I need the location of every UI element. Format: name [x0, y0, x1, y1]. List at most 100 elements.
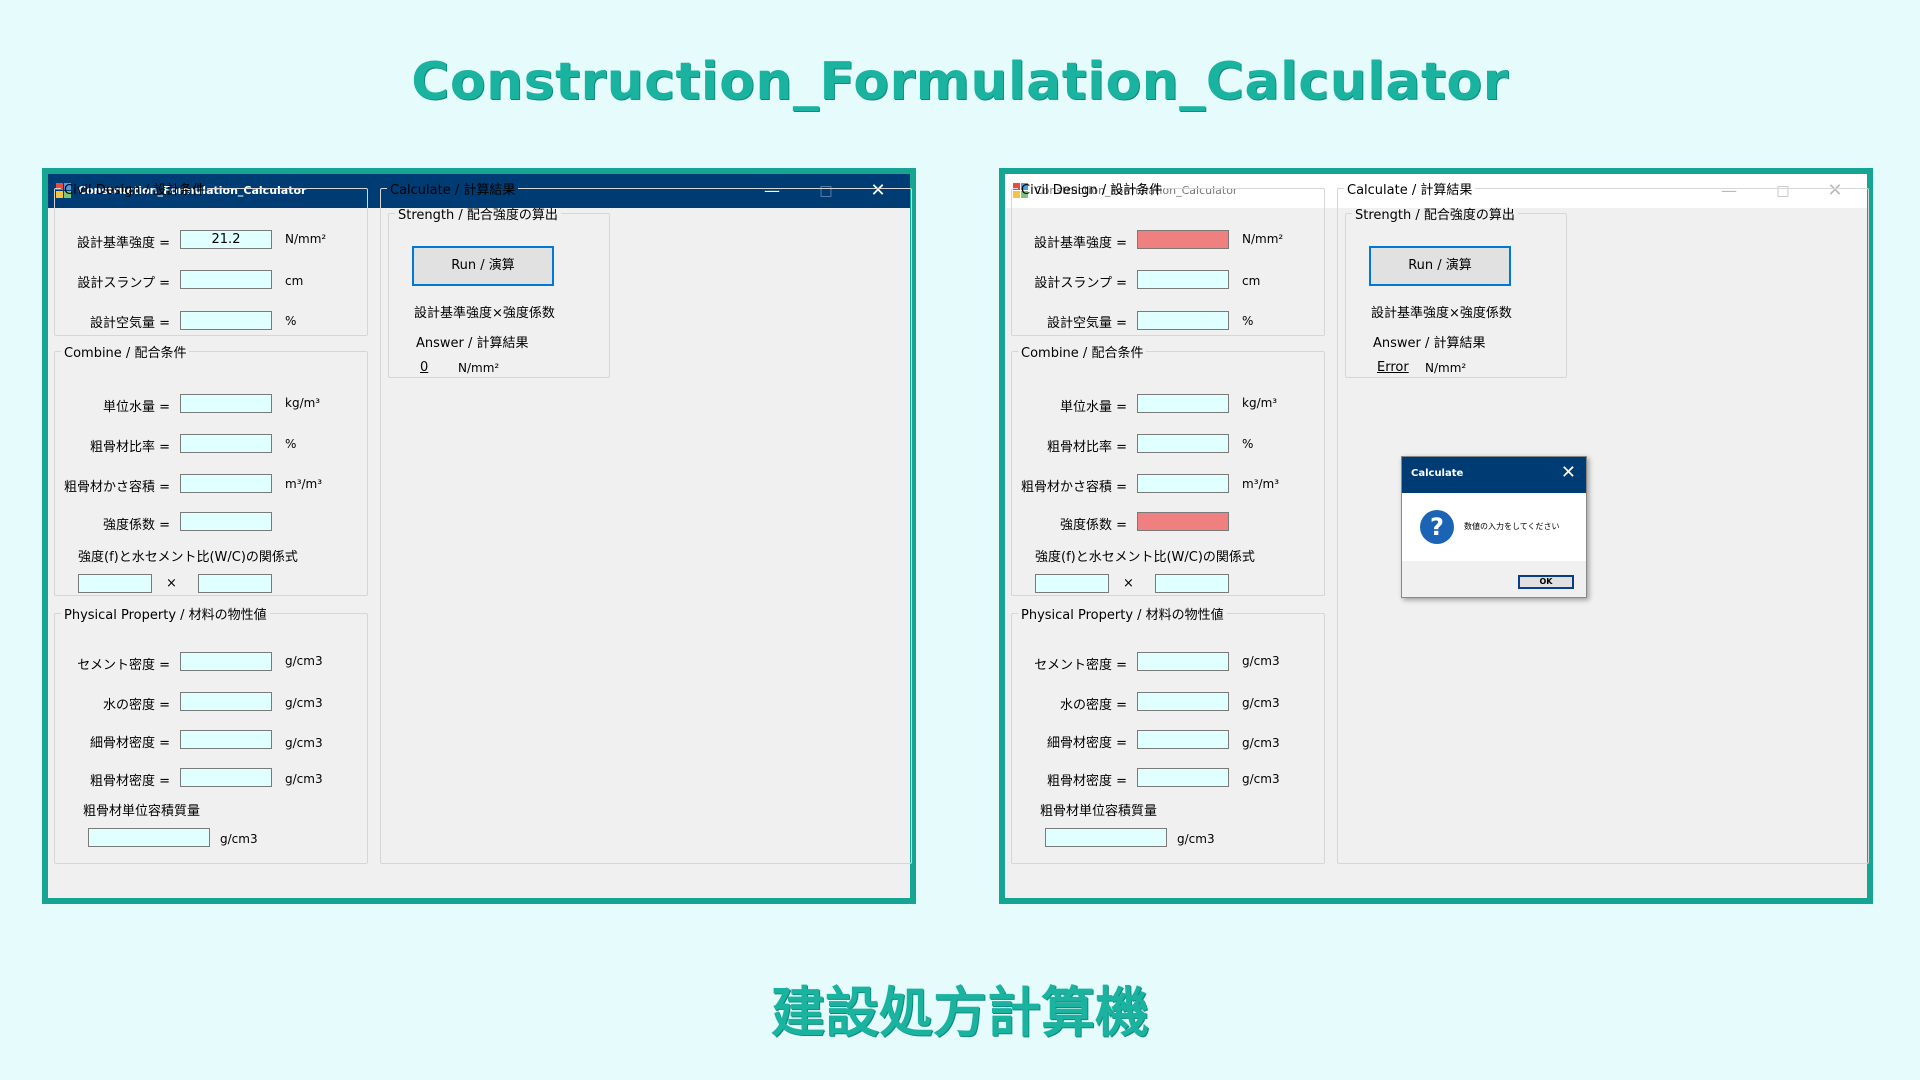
answer-label: Answer / 計算結果 — [1373, 336, 1486, 351]
dialog-title: Calculate — [1411, 468, 1464, 479]
slump-label: 設計スランプ = — [1034, 276, 1127, 291]
strength-legend: Strength / 配合強度の算出 — [398, 208, 558, 223]
water-input[interactable] — [1137, 394, 1229, 413]
design-strength-unit: N/mm² — [1242, 232, 1284, 246]
times-sign: × — [1123, 576, 1134, 591]
physical-legend: Physical Property / 材料の物性値 — [64, 608, 267, 623]
app-window-right: Construction_Formulation_Calculator — □ … — [999, 168, 1873, 904]
coarse-bulk-label: 粗骨材かさ容積 = — [63, 480, 170, 495]
fine-density-unit: g/cm3 — [1242, 736, 1280, 750]
coarse-density-label: 粗骨材密度 = — [89, 774, 170, 789]
coarse-bulk-unit: m³/m³ — [285, 477, 323, 491]
slump-input[interactable] — [1137, 270, 1229, 289]
water-density-input[interactable] — [1137, 692, 1229, 711]
calculate-group: Calculate / 計算結果 — [1337, 179, 1869, 864]
answer-label: Answer / 計算結果 — [416, 336, 529, 351]
coarse-mass-label: 粗骨材単位容積質量 — [83, 804, 201, 819]
water-unit: kg/m³ — [1242, 396, 1278, 410]
strength-coef-label: 強度係数 = — [102, 518, 170, 533]
relation-input-a[interactable] — [1035, 574, 1109, 593]
coarse-bulk-input[interactable] — [180, 474, 272, 493]
close-icon[interactable]: ✕ — [870, 180, 886, 201]
design-strength-label: 設計基準強度 = — [1033, 236, 1127, 251]
slump-input[interactable] — [180, 270, 272, 289]
coarse-density-unit: g/cm3 — [285, 772, 323, 786]
coarse-bulk-unit: m³/m³ — [1242, 477, 1280, 491]
slump-unit: cm — [1242, 274, 1261, 288]
formula-label: 設計基準強度×強度係数 — [1371, 306, 1512, 321]
cement-density-input[interactable] — [180, 652, 272, 671]
coarse-ratio-label: 粗骨材比率 = — [1046, 440, 1127, 455]
strength-coef-input[interactable] — [1137, 512, 1229, 531]
coarse-mass-input[interactable] — [1045, 828, 1167, 847]
calculate-legend: Calculate / 計算結果 — [390, 183, 516, 198]
dialog-titlebar[interactable]: Calculate ✕ — [1402, 457, 1586, 493]
run-button[interactable]: Run / 演算 — [412, 246, 554, 286]
dialog-body: ? 数値の入力をしてください — [1402, 493, 1586, 561]
minimize-icon[interactable]: — — [1721, 181, 1737, 200]
run-button[interactable]: Run / 演算 — [1369, 246, 1511, 286]
fine-density-label: 細骨材密度 = — [1046, 736, 1127, 751]
window-title: Construction_Formulation_Calculator — [1035, 184, 1238, 197]
relation-input-a[interactable] — [78, 574, 152, 593]
maximize-icon[interactable]: □ — [1776, 183, 1790, 199]
result-value: 0 — [420, 360, 429, 375]
air-unit: % — [1242, 314, 1254, 328]
water-input[interactable] — [180, 394, 272, 413]
calculate-dialog: Calculate ✕ ? 数値の入力をしてください OK — [1401, 456, 1587, 598]
dialog-close-icon[interactable]: ✕ — [1560, 462, 1576, 483]
close-icon[interactable]: ✕ — [1827, 180, 1843, 201]
design-strength-input[interactable] — [1137, 230, 1229, 249]
relation-input-b[interactable] — [1155, 574, 1229, 593]
coarse-bulk-input[interactable] — [1137, 474, 1229, 493]
calculate-legend: Calculate / 計算結果 — [1347, 183, 1473, 198]
design-strength-label: 設計基準強度 = — [76, 236, 170, 251]
air-input[interactable] — [1137, 311, 1229, 330]
cement-density-label: セメント密度 = — [77, 658, 170, 673]
fine-density-input[interactable] — [1137, 730, 1229, 749]
water-density-unit: g/cm3 — [1242, 696, 1280, 710]
dialog-ok-button[interactable]: OK — [1518, 575, 1574, 589]
strength-coef-label: 強度係数 = — [1059, 518, 1127, 533]
dialog-message: 数値の入力をしてください — [1464, 522, 1560, 531]
coarse-ratio-input[interactable] — [180, 434, 272, 453]
cement-density-input[interactable] — [1137, 652, 1229, 671]
air-label: 設計空気量 = — [1046, 316, 1127, 331]
coarse-mass-unit: g/cm3 — [220, 832, 258, 846]
times-sign: × — [166, 576, 177, 591]
water-density-label: 水の密度 = — [102, 698, 170, 713]
civil-design-legend: Civil Design / 設計条件 — [64, 183, 206, 198]
cement-density-unit: g/cm3 — [1242, 654, 1280, 668]
coarse-mass-input[interactable] — [88, 828, 210, 847]
design-strength-input[interactable]: 21.2 — [180, 230, 272, 249]
banner-title: Construction_Formulation_Calculator — [411, 52, 1509, 112]
fine-density-input[interactable] — [180, 730, 272, 749]
coarse-density-input[interactable] — [180, 768, 272, 787]
fine-density-unit: g/cm3 — [285, 736, 323, 750]
result-value: Error — [1377, 360, 1409, 375]
result-unit: N/mm² — [458, 361, 500, 375]
civil-design-group: Civil Design / 設計条件 — [1011, 179, 1325, 336]
result-unit: N/mm² — [1425, 361, 1467, 375]
combine-group: Combine / 配合条件 — [1011, 342, 1325, 596]
design-strength-unit: N/mm² — [285, 232, 327, 246]
water-density-input[interactable] — [180, 692, 272, 711]
air-input[interactable] — [180, 311, 272, 330]
minimize-icon[interactable]: — — [764, 181, 780, 200]
strength-coef-input[interactable] — [180, 512, 272, 531]
combine-legend: Combine / 配合条件 — [64, 346, 187, 361]
formula-label: 設計基準強度×強度係数 — [414, 306, 555, 321]
coarse-mass-label: 粗骨材単位容積質量 — [1040, 804, 1158, 819]
relation-input-b[interactable] — [198, 574, 272, 593]
coarse-density-input[interactable] — [1137, 768, 1229, 787]
civil-design-legend: Civil Design / 設計条件 — [1021, 183, 1163, 198]
app-window-left: Construction_Formulation_Calculator — □ … — [42, 168, 916, 904]
air-label: 設計空気量 = — [89, 316, 170, 331]
civil-design-group: Civil Design / 設計条件 — [54, 179, 368, 336]
coarse-ratio-label: 粗骨材比率 = — [89, 440, 170, 455]
coarse-ratio-input[interactable] — [1137, 434, 1229, 453]
physical-group: Physical Property / 材料の物性値 — [1011, 604, 1325, 864]
app-icon — [56, 183, 72, 199]
maximize-icon[interactable]: □ — [819, 183, 833, 199]
coarse-ratio-unit: % — [285, 437, 297, 451]
